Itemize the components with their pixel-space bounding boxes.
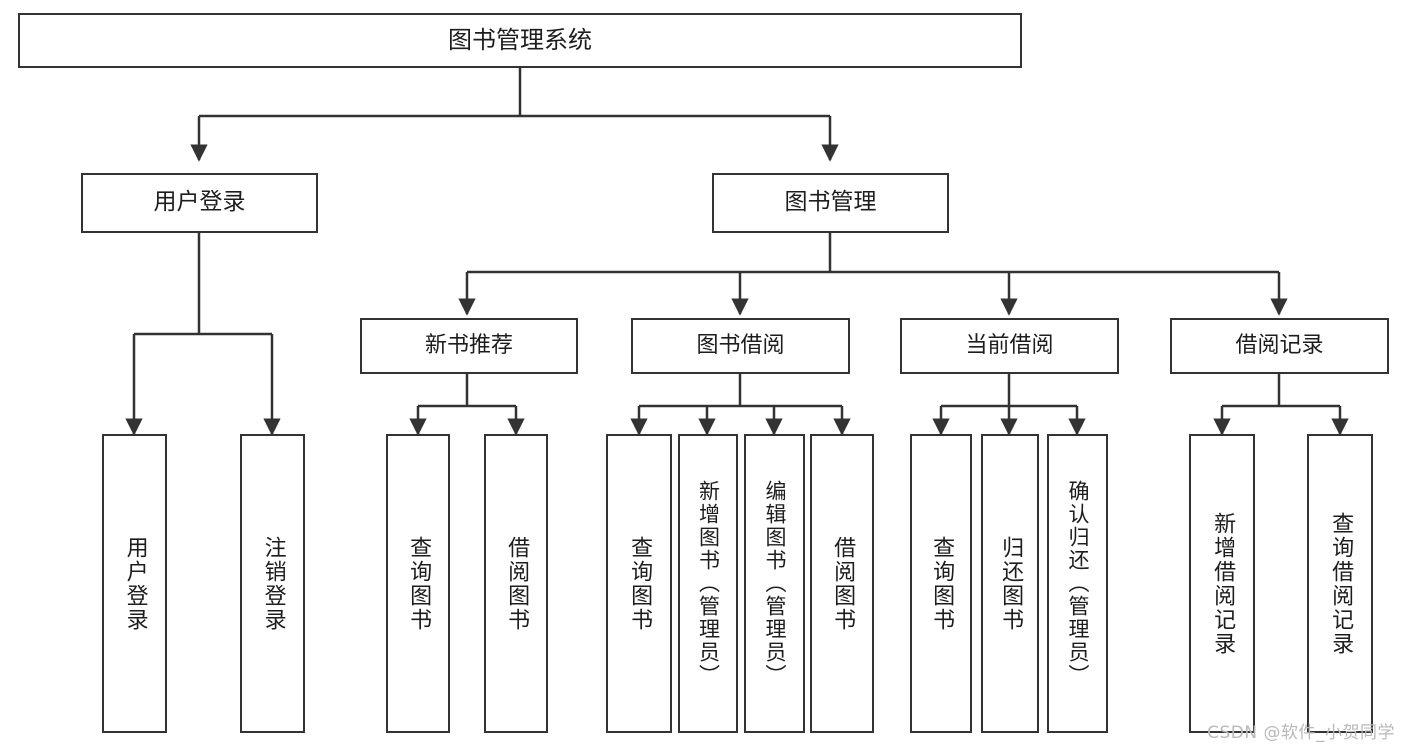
node-label: 用户登录 (122, 535, 148, 632)
node-root-system[interactable]: 图书管理系统 (18, 13, 1022, 68)
leaf-add-book-admin[interactable]: 新增图书（管理员） (678, 434, 738, 733)
node-label: 图书借阅 (696, 332, 785, 358)
node-label: 当前借阅 (965, 332, 1054, 358)
leaf-query-book-current[interactable]: 查询图书 (910, 434, 972, 733)
leaf-confirm-return-admin[interactable]: 确认归还（管理员） (1047, 434, 1108, 733)
node-label: 注销登录 (260, 535, 286, 632)
node-label: 新增图书（管理员） (696, 480, 721, 687)
node-label: 查询借阅记录 (1328, 511, 1354, 656)
leaf-user-login[interactable]: 用户登录 (102, 434, 167, 733)
node-current-borrow[interactable]: 当前借阅 (900, 318, 1119, 374)
leaf-logout[interactable]: 注销登录 (240, 434, 305, 733)
watermark-text: CSDN @软件_小贺同学 (1207, 723, 1395, 743)
node-label: 查询图书 (929, 535, 955, 632)
leaf-return-book[interactable]: 归还图书 (981, 434, 1039, 733)
node-label: 借阅图书 (504, 535, 530, 632)
leaf-query-book-borrow[interactable]: 查询图书 (606, 434, 672, 733)
node-label: 用户登录 (153, 189, 246, 216)
node-user-login[interactable]: 用户登录 (81, 173, 318, 233)
leaf-add-borrow-record[interactable]: 新增借阅记录 (1189, 434, 1255, 733)
node-label: 归还图书 (998, 535, 1024, 632)
node-label: 图书管理 (784, 189, 877, 216)
node-borrow-record[interactable]: 借阅记录 (1170, 318, 1389, 374)
node-label: 借阅图书 (830, 535, 856, 632)
leaf-query-book-recommend[interactable]: 查询图书 (386, 434, 450, 733)
node-label: 查询图书 (627, 535, 653, 632)
leaf-borrow-book-recommend[interactable]: 借阅图书 (484, 434, 548, 733)
leaf-query-borrow-record[interactable]: 查询借阅记录 (1307, 434, 1373, 733)
node-label: 确认归还（管理员） (1065, 480, 1090, 687)
node-label: 图书管理系统 (448, 26, 592, 55)
node-label: 新增借阅记录 (1210, 511, 1236, 656)
leaf-borrow-book[interactable]: 借阅图书 (810, 434, 874, 733)
node-label: 编辑图书（管理员） (762, 480, 787, 687)
leaf-edit-book-admin[interactable]: 编辑图书（管理员） (744, 434, 805, 733)
node-label: 查询图书 (406, 535, 432, 632)
node-label: 借阅记录 (1235, 332, 1324, 358)
node-label: 新书推荐 (424, 332, 513, 358)
node-book-management[interactable]: 图书管理 (712, 173, 949, 233)
node-new-book-recommend[interactable]: 新书推荐 (360, 318, 578, 374)
node-book-borrow[interactable]: 图书借阅 (631, 318, 850, 374)
